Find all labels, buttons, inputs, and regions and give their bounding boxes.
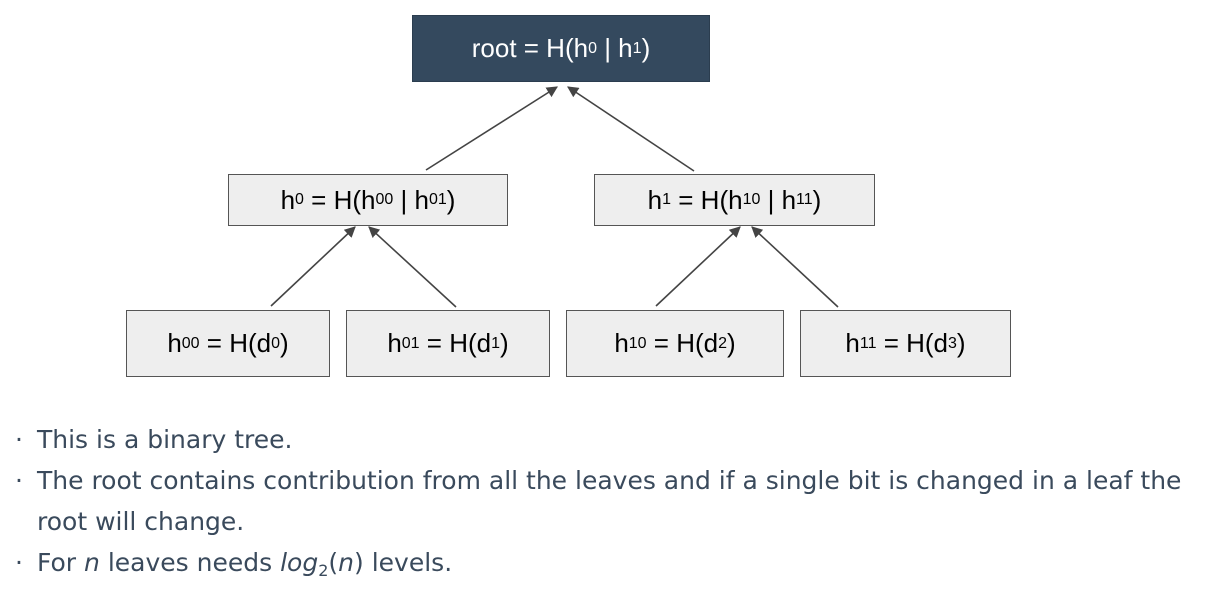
edge-h11-to-h1 (751, 226, 839, 308)
bullet-text-mid: leaves needs (99, 548, 281, 577)
h00-node-close: ) (280, 328, 289, 358)
h0-node-eq: = H(h (303, 184, 376, 215)
close-paren: ) (354, 548, 364, 577)
h11-node-close: ) (956, 328, 966, 358)
h10-node-eq: = H(d (646, 328, 719, 358)
h01-node-eq: = H(d (419, 328, 492, 358)
h0-node-base: h (280, 184, 296, 215)
log-base: 2 (318, 561, 329, 580)
h0-node-close: ) (446, 184, 456, 215)
variable-n: n (84, 548, 100, 577)
edge-h1-to-root (567, 86, 695, 172)
open-paren: ( (328, 548, 339, 577)
root-node-text: root = H(h (471, 33, 589, 63)
log-function: log (280, 548, 319, 577)
h11-node-base: h (845, 328, 860, 358)
edge-h0-to-root (425, 86, 558, 171)
h00-node-base: h (167, 328, 182, 358)
bullet-text-pre: For (37, 548, 85, 577)
bullet-item: · This is a binary tree. (12, 419, 1212, 460)
edge-h10-to-h1 (655, 226, 741, 307)
h1-node-mid: | h (760, 184, 797, 215)
bullet-marker: · (15, 466, 23, 495)
root-node-mid: | h (596, 33, 633, 63)
bullet-text: This is a binary tree. (37, 425, 293, 454)
bullet-item: · For n leaves needs log2(n) levels. (12, 542, 1212, 583)
bullet-marker: · (15, 548, 23, 577)
h1-node-base: h (647, 184, 663, 215)
edge-h00-to-h0 (270, 226, 356, 307)
h10-node-close: ) (727, 328, 736, 358)
bullet-list: · This is a binary tree. · The root cont… (12, 419, 1212, 583)
edge-h01-to-h0 (368, 226, 457, 308)
h11-node-eq: = H(d (876, 328, 949, 358)
h10-node-base: h (614, 328, 629, 358)
h1-node-close: ) (812, 184, 822, 215)
bullet-marker: · (15, 425, 23, 454)
bullet-text: The root contains contribution from all … (37, 466, 1182, 536)
h1-node-eq: = H(h (671, 184, 743, 215)
root-node-close: ) (641, 33, 651, 63)
bullet-text-post: levels. (363, 548, 453, 577)
h01-node-close: ) (500, 328, 509, 358)
h01-node-base: h (387, 328, 402, 358)
h0-node-mid: | h (393, 184, 429, 215)
bullet-item: · The root contains contribution from al… (12, 460, 1212, 542)
h00-node-eq: = H(d (199, 328, 272, 358)
variable-n: n (338, 548, 355, 577)
